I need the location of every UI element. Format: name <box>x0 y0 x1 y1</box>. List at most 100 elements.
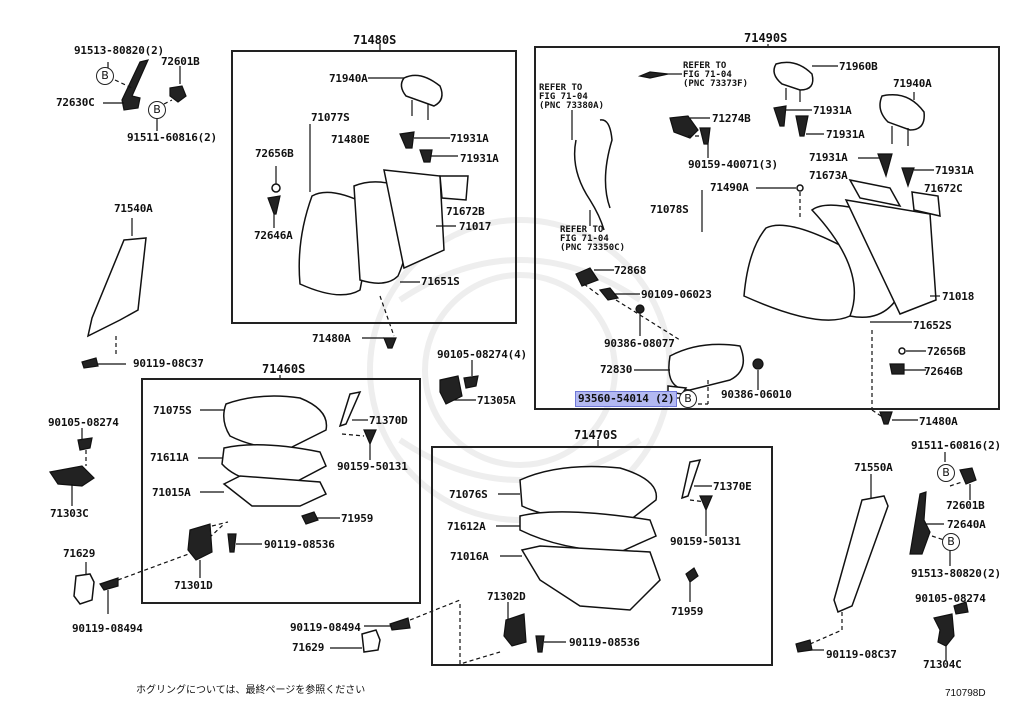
part-label[interactable]: 71303C <box>50 507 89 520</box>
part-label[interactable]: 71612A <box>447 520 486 533</box>
part-label[interactable]: 71652S <box>913 319 952 332</box>
part-label[interactable]: 90386-08077 <box>604 337 675 350</box>
part-label[interactable]: 71611A <box>150 451 189 464</box>
bracket-71303c-art <box>48 428 95 506</box>
part-label[interactable]: 71370D <box>369 414 408 427</box>
side-cover-71550a-art <box>795 452 977 660</box>
part-label[interactable]: 91513-80820(2) <box>74 44 164 57</box>
part-label[interactable]: 71274B <box>712 112 751 125</box>
part-label[interactable]: 90159-50131 <box>670 535 741 548</box>
part-label[interactable]: 91511-60816(2) <box>911 439 1001 452</box>
callout-b-icon: B <box>937 464 955 482</box>
part-label[interactable]: 71629 <box>292 641 325 654</box>
part-label[interactable]: 90159-40071(3) <box>688 158 778 171</box>
assembly-label-71480s[interactable]: 71480S <box>353 33 397 47</box>
part-label[interactable]: 71940A <box>893 77 932 90</box>
part-label[interactable]: 71076S <box>449 488 488 501</box>
part-label[interactable]: 71017 <box>459 220 492 233</box>
part-label[interactable]: 71490A <box>710 181 749 194</box>
part-label[interactable]: 90119-08536 <box>569 636 640 649</box>
assembly-label-71470s[interactable]: 71470S <box>574 428 618 442</box>
part-label[interactable]: 71016A <box>450 550 489 563</box>
part-label[interactable]: 71629 <box>63 547 96 560</box>
rear-seat-back-right-art <box>571 61 941 425</box>
part-label[interactable]: 90105-08274(4) <box>437 348 527 361</box>
part-label[interactable]: 90119-08536 <box>264 538 335 551</box>
part-label[interactable]: 71672C <box>924 182 963 195</box>
side-cover-71540a-art <box>81 218 147 369</box>
part-label[interactable]: 71651S <box>421 275 460 288</box>
part-label[interactable]: 71931A <box>809 151 848 164</box>
part-label[interactable]: 91511-60816(2) <box>127 131 217 144</box>
callout-b-icon: B <box>96 67 114 85</box>
part-label[interactable]: 72868 <box>614 264 647 277</box>
part-label[interactable]: 90386-06010 <box>721 388 792 401</box>
part-label[interactable]: 71931A <box>935 164 974 177</box>
assembly-box-71470s <box>431 446 773 666</box>
part-label[interactable]: 71672B <box>446 205 485 218</box>
part-label[interactable]: 71931A <box>460 152 499 165</box>
part-label[interactable]: 72656B <box>255 147 294 160</box>
part-label[interactable]: 90119-08C37 <box>133 357 204 370</box>
assembly-box-71490s <box>534 46 1000 410</box>
part-label[interactable]: 71302D <box>487 590 526 603</box>
assembly-box-71480s <box>231 50 517 324</box>
part-label[interactable]: 71018 <box>942 290 975 303</box>
part-label[interactable]: 90119-08494 <box>72 622 143 635</box>
assembly-label-71460s[interactable]: 71460S <box>262 362 306 376</box>
seat-belt-anchor-72630c-art <box>103 59 187 131</box>
part-label[interactable]: 90109-06023 <box>641 288 712 301</box>
part-label[interactable]: 71305A <box>477 394 516 407</box>
part-label[interactable]: 71959 <box>671 605 704 618</box>
part-label[interactable]: 72646B <box>924 365 963 378</box>
front-seat-cushion-71460s-art <box>187 390 377 578</box>
rear-seat-back-left-art <box>267 74 469 349</box>
part-label[interactable]: 71015A <box>152 486 191 499</box>
part-label[interactable]: 72646A <box>254 229 293 242</box>
part-label[interactable]: 71931A <box>826 128 865 141</box>
part-label[interactable]: 71960B <box>839 60 878 73</box>
part-label[interactable]: 71540A <box>114 202 153 215</box>
part-label[interactable]: 90105-08274 <box>48 416 119 429</box>
cover-71629-left-art <box>73 523 225 614</box>
part-label[interactable]: 71931A <box>813 104 852 117</box>
callout-b-icon: B <box>679 390 697 408</box>
hog-ring-footnote: ホグリングについては、最終ページを参照ください <box>136 685 366 696</box>
part-label[interactable]: 71959 <box>341 512 374 525</box>
bracket-71305a-art <box>439 360 479 405</box>
part-label[interactable]: 91513-80820(2) <box>911 567 1001 580</box>
part-label[interactable]: 71304C <box>923 658 962 671</box>
part-label[interactable]: 72830 <box>600 363 633 376</box>
part-label[interactable]: 72656B <box>927 345 966 358</box>
rear-seat-cushion-71470s-art <box>496 459 713 653</box>
part-label[interactable]: 71940A <box>329 72 368 85</box>
part-label[interactable]: 71075S <box>153 404 192 417</box>
part-label[interactable]: 71078S <box>650 203 689 216</box>
part-label[interactable]: 90119-08494 <box>290 621 361 634</box>
part-label[interactable]: 90159-50131 <box>337 460 408 473</box>
assembly-label-71490s[interactable]: 71490S <box>744 31 788 45</box>
part-label[interactable]: 71673A <box>809 169 848 182</box>
callout-b-icon: B <box>148 101 166 119</box>
reference-note-73373f[interactable]: REFER TO FIG 71-04 (PNC 73373F) <box>683 61 749 89</box>
part-label[interactable]: 71077S <box>311 111 350 124</box>
reference-note-73350c[interactable]: REFER TO FIG 71-04 (PNC 73350C) <box>560 225 626 253</box>
part-label[interactable]: 72601B <box>161 55 200 68</box>
part-label[interactable]: 71480E <box>331 133 370 146</box>
figure-code: 710798D <box>945 688 986 699</box>
part-label[interactable]: 71480A <box>312 332 351 345</box>
part-label[interactable]: 90105-08274 <box>915 592 986 605</box>
part-label[interactable]: 71301D <box>174 579 213 592</box>
part-label[interactable]: 90119-08C37 <box>826 648 897 661</box>
reference-note-73380a[interactable]: REFER TO FIG 71-04 (PNC 73380A) <box>539 83 605 111</box>
part-label[interactable]: 71370E <box>713 480 752 493</box>
part-label[interactable]: 71550A <box>854 461 893 474</box>
part-label[interactable]: 72640A <box>947 518 986 531</box>
part-label[interactable]: 71931A <box>450 132 489 145</box>
assembly-box-71460s <box>141 378 421 604</box>
part-label[interactable]: 72630C <box>56 96 95 109</box>
part-label[interactable]: 72601B <box>946 499 985 512</box>
part-label-93560-54014-highlighted[interactable]: 93560-54014 (2) <box>574 391 678 407</box>
part-label[interactable]: 71480A <box>919 415 958 428</box>
